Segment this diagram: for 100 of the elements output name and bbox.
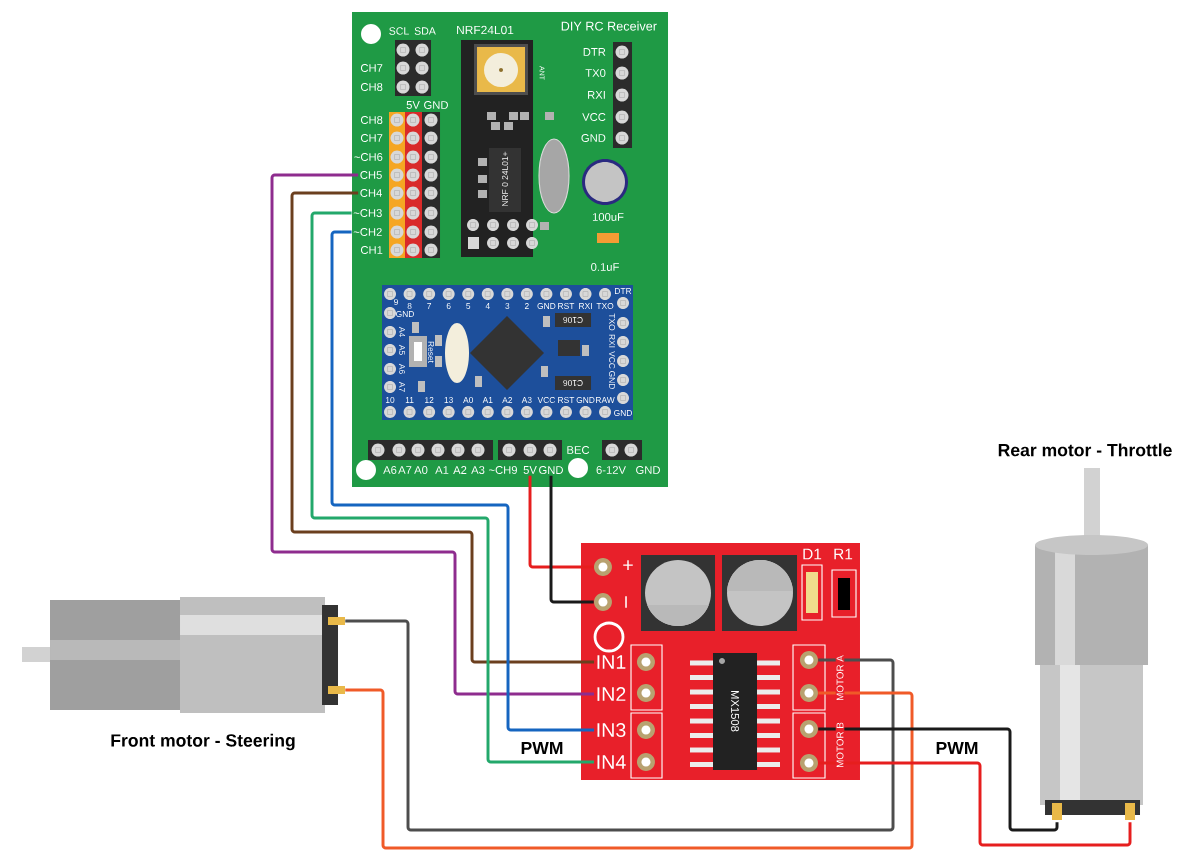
pin-label: IN3 bbox=[597, 723, 626, 737]
motor-caption: Rear motor - Throttle bbox=[998, 443, 1172, 457]
pin-label: 6 bbox=[446, 303, 451, 309]
pin-label: A7 bbox=[399, 381, 405, 392]
pin-label: SDA bbox=[414, 27, 436, 35]
pin-label: SCL bbox=[389, 27, 409, 35]
component-label: R1 bbox=[834, 548, 853, 560]
pin-label: A2 bbox=[502, 397, 513, 403]
solder-pad bbox=[799, 651, 818, 669]
solder-pad bbox=[636, 753, 655, 772]
wire bbox=[270, 173, 594, 696]
wire bbox=[818, 761, 1132, 847]
pin-label: A3 bbox=[471, 466, 485, 474]
wire bbox=[345, 688, 914, 850]
pin-label: GND bbox=[539, 466, 563, 474]
component-label: D1 bbox=[803, 548, 822, 560]
pin-label: VCC bbox=[537, 397, 555, 403]
wire bbox=[290, 191, 594, 664]
pin-label: TXO bbox=[596, 303, 614, 309]
terminal-label: MOTOR A bbox=[835, 654, 845, 702]
pin-label: GND bbox=[614, 410, 632, 416]
pin-label: GND bbox=[609, 371, 615, 389]
pin-label: 4 bbox=[485, 303, 490, 309]
pin-label: A4 bbox=[399, 326, 405, 337]
pin-label: A5 bbox=[399, 344, 405, 355]
pin-label: A1 bbox=[482, 397, 493, 403]
signal-label: PWM bbox=[521, 741, 563, 755]
pin-label: GND bbox=[396, 311, 414, 317]
pin-label: GND bbox=[581, 134, 606, 142]
pin-label: ~CH6 bbox=[354, 153, 383, 161]
pin-label: RXI bbox=[579, 303, 592, 309]
pin-label: 8 bbox=[407, 303, 412, 309]
wire bbox=[310, 211, 594, 764]
pin-label: 10 bbox=[385, 397, 395, 403]
pin-label: IN4 bbox=[597, 755, 626, 769]
pin-label: CH8 bbox=[360, 116, 383, 124]
pin-label: 5V bbox=[523, 466, 537, 474]
chip-marking: NRF 0 24L01+ bbox=[502, 151, 508, 206]
pin-label: A1 bbox=[435, 466, 449, 474]
motor-drawing bbox=[22, 597, 345, 713]
solder-pad bbox=[636, 684, 655, 703]
pin-label: A6 bbox=[399, 363, 405, 374]
pin-label: CH8 bbox=[360, 83, 383, 91]
solder-pad bbox=[636, 653, 655, 672]
solder-pad bbox=[799, 684, 818, 703]
pin-label: 3 bbox=[505, 303, 510, 309]
pin-label: CH7 bbox=[360, 134, 383, 142]
pin-label: RST bbox=[558, 397, 575, 403]
pin-label: 7 bbox=[427, 303, 432, 309]
chip-marking: MX1508 bbox=[731, 691, 739, 732]
pin-label: 5V bbox=[406, 101, 420, 109]
pin-label: RAW bbox=[596, 397, 615, 403]
pin-label: VCC bbox=[609, 351, 615, 369]
pin-label: GND bbox=[576, 397, 595, 403]
pin-label: 9 bbox=[394, 299, 398, 305]
pin-label: RXI bbox=[588, 91, 605, 99]
pin-label: CH1 bbox=[360, 246, 383, 254]
pin-label: VCC bbox=[582, 113, 606, 121]
component-marking: C106 bbox=[563, 317, 583, 323]
wire bbox=[528, 475, 594, 569]
pin-label: TX0 bbox=[585, 69, 606, 77]
pin-label: ~CH9 bbox=[489, 466, 517, 474]
pin-label: DTR bbox=[583, 48, 606, 56]
pin-label: 13 bbox=[444, 397, 453, 403]
pin-label: 5 bbox=[466, 303, 471, 309]
pin-label: 12 bbox=[425, 397, 434, 403]
signal-label: PWM bbox=[936, 741, 978, 755]
pin-label: RXI bbox=[609, 334, 615, 348]
pin-label: 11 bbox=[405, 397, 414, 403]
wire bbox=[345, 619, 895, 832]
terminal-label: MOTOR B bbox=[835, 721, 845, 769]
pin-label: ~CH2 bbox=[353, 228, 382, 236]
solder-pad bbox=[593, 593, 612, 611]
pin-label: CH7 bbox=[360, 64, 383, 72]
pin-label: IN1 bbox=[597, 655, 626, 669]
pin-label: A2 bbox=[453, 466, 467, 474]
wire bbox=[818, 727, 1059, 832]
capacitor-value: 0.1uF bbox=[591, 263, 619, 271]
pin-label: GND bbox=[537, 303, 556, 309]
polarity-sign: + bbox=[623, 560, 633, 570]
pin-label: 6-12V bbox=[596, 466, 626, 474]
pin-label: A7 bbox=[398, 466, 412, 474]
pin-label: A0 bbox=[463, 397, 474, 403]
pin-label: GND bbox=[424, 101, 448, 109]
pin-label: A0 bbox=[414, 466, 428, 474]
solder-pad bbox=[799, 720, 818, 739]
pin-label: 2 bbox=[524, 303, 529, 309]
module-label: NRF24L01 bbox=[457, 25, 514, 35]
pin-label: TXO bbox=[609, 313, 615, 331]
wire bbox=[330, 230, 594, 732]
motor-caption: Front motor - Steering bbox=[111, 733, 295, 751]
pin-label: ~CH3 bbox=[353, 209, 382, 217]
pin-label: A3 bbox=[521, 397, 532, 403]
solder-pad bbox=[636, 721, 655, 740]
wire bbox=[549, 475, 594, 604]
pin-label: IN2 bbox=[597, 687, 626, 701]
header-label: BEC bbox=[567, 446, 590, 454]
capacitor-value: 100uF bbox=[592, 213, 624, 221]
button-label: Reset bbox=[428, 341, 434, 363]
pin-label: CH5 bbox=[360, 171, 382, 179]
